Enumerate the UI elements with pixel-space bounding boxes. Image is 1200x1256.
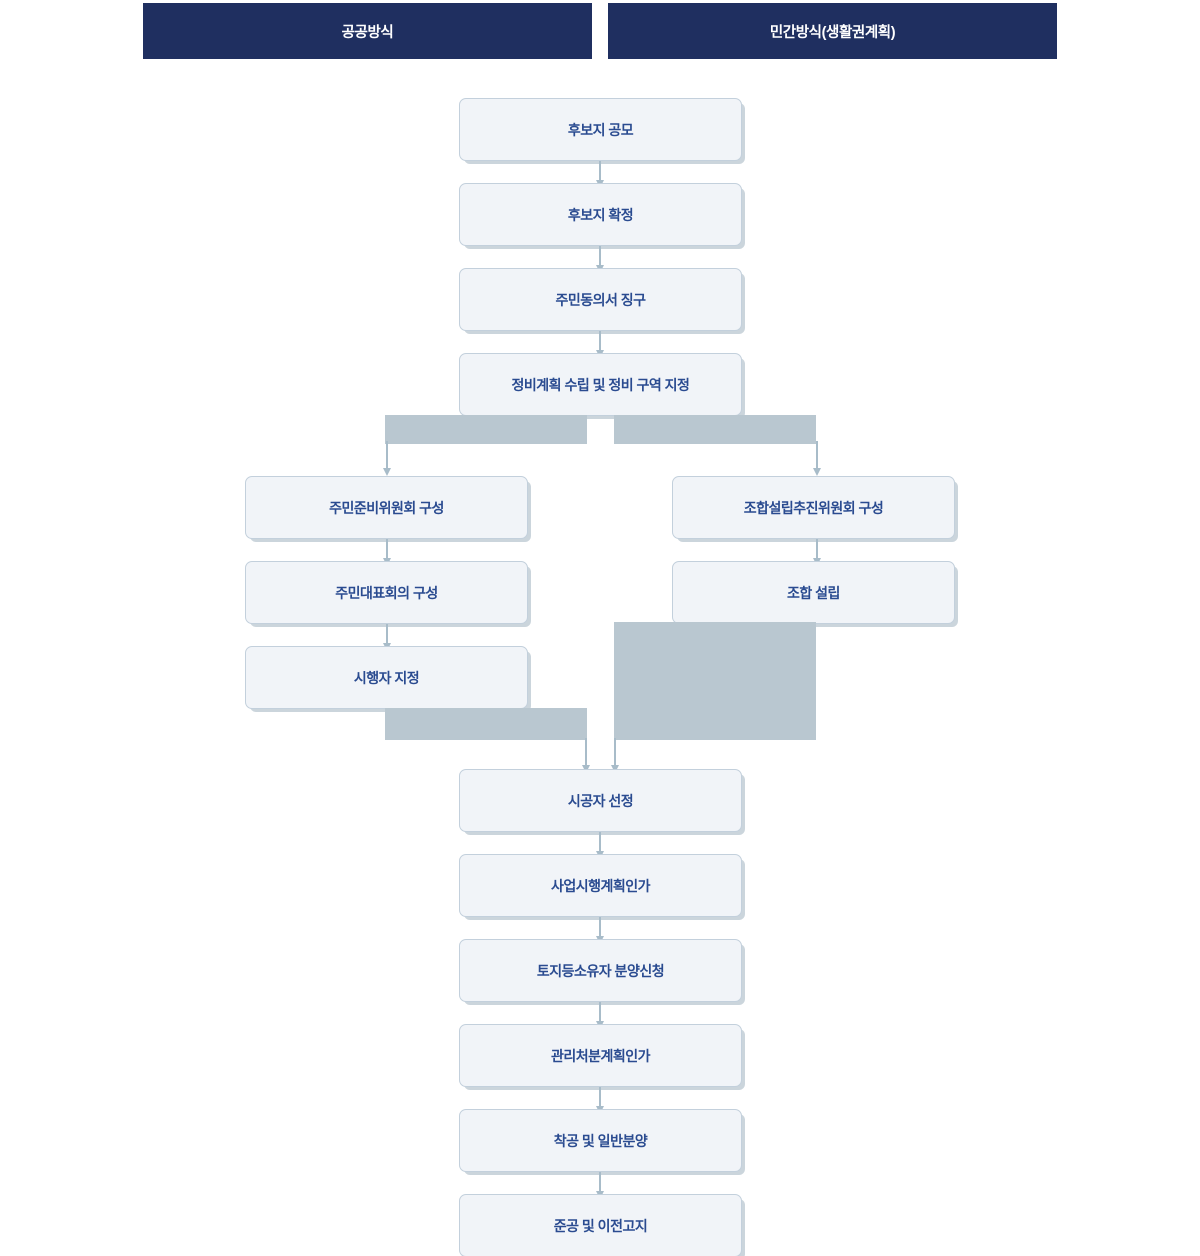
step-implementer-designation[interactable]: 시행자 지정	[245, 646, 528, 709]
step-union-establishment-promotion-committee[interactable]: 조합설립추진위원회 구성	[672, 476, 955, 539]
step-landowner-parcel-application[interactable]: 토지등소유자 분양신청	[459, 939, 742, 1002]
connector-c2-to-c3	[596, 246, 604, 273]
connector-b1-to-b2	[596, 832, 604, 859]
step-label: 준공 및 이전고지	[553, 1217, 648, 1234]
step-label: 후보지 확정	[567, 206, 634, 223]
step-label: 정비계획 수립 및 정비 구역 지정	[511, 376, 690, 393]
connector-merge-right-to-b1	[611, 738, 619, 773]
connector-p2-to-p3	[383, 624, 391, 651]
step-resident-preparatory-committee[interactable]: 주민준비위원회 구성	[245, 476, 528, 539]
connector-split-to-private-branch	[813, 441, 821, 476]
step-maintenance-plan-and-district-designation[interactable]: 정비계획 수립 및 정비 구역 지정	[459, 353, 742, 416]
connector-b4-to-b5	[596, 1087, 604, 1114]
step-label: 후보지 공모	[567, 121, 634, 138]
step-union-establishment[interactable]: 조합 설립	[672, 561, 955, 624]
header-private-method: 민간방식(생활권계획)	[608, 3, 1057, 59]
split-bridge-left	[385, 415, 587, 444]
connector-p1-to-p2	[383, 539, 391, 566]
step-contractor-selection[interactable]: 시공자 선정	[459, 769, 742, 832]
header-private-method-label: 민간방식(생활권계획)	[769, 24, 896, 41]
connector-c3-to-c4	[596, 331, 604, 358]
step-label: 시행자 지정	[353, 669, 420, 686]
step-label: 주민동의서 징구	[555, 291, 646, 308]
step-candidate-site-open-call[interactable]: 후보지 공모	[459, 98, 742, 161]
step-label: 주민대표회의 구성	[335, 584, 438, 601]
step-label: 시공자 선정	[567, 792, 634, 809]
connector-b2-to-b3	[596, 917, 604, 944]
header-public-method-label: 공공방식	[341, 24, 394, 41]
step-label: 토지등소유자 분양신청	[536, 962, 665, 979]
step-label: 착공 및 일반분양	[553, 1132, 648, 1149]
step-candidate-site-confirmed[interactable]: 후보지 확정	[459, 183, 742, 246]
step-resident-consent-collection[interactable]: 주민동의서 징구	[459, 268, 742, 331]
step-label: 사업시행계획인가	[550, 877, 651, 894]
connector-b3-to-b4	[596, 1002, 604, 1029]
step-resident-representative-meeting[interactable]: 주민대표회의 구성	[245, 561, 528, 624]
step-project-implementation-plan-approval[interactable]: 사업시행계획인가	[459, 854, 742, 917]
merge-bridge-left	[385, 708, 587, 740]
connector-split-to-public-branch	[383, 441, 391, 476]
header-public-method: 공공방식	[143, 3, 592, 59]
step-label: 주민준비위원회 구성	[329, 499, 444, 516]
split-bridge-right	[614, 415, 816, 444]
connector-c1-to-c2	[596, 161, 604, 188]
connector-b5-to-b6	[596, 1172, 604, 1199]
connector-v1-to-v2	[813, 539, 821, 566]
step-construction-start-and-general-sale[interactable]: 착공 및 일반분양	[459, 1109, 742, 1172]
step-management-disposal-plan-approval[interactable]: 관리처분계획인가	[459, 1024, 742, 1087]
step-completion-and-relocation-notice[interactable]: 준공 및 이전고지	[459, 1194, 742, 1256]
step-label: 조합 설립	[787, 584, 840, 601]
merge-bridge-right	[614, 622, 816, 740]
step-label: 관리처분계획인가	[550, 1047, 651, 1064]
step-label: 조합설립추진위원회 구성	[743, 499, 884, 516]
connector-merge-left-to-b1	[582, 738, 590, 773]
